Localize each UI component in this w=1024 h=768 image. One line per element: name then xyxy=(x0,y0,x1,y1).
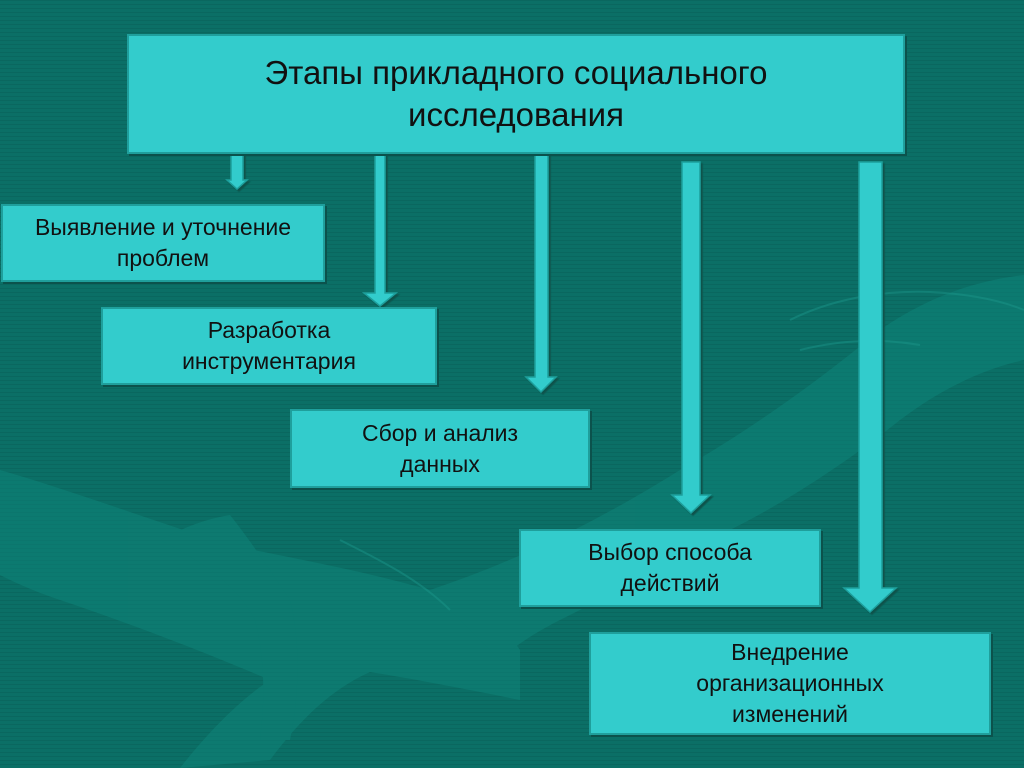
step-box-identify-problems: Выявление и уточнение проблем xyxy=(1,204,325,282)
step-label: Разработка инструментария xyxy=(182,317,356,374)
step-label: Сбор и анализ данных xyxy=(361,419,519,477)
arrow-to-step-2 xyxy=(361,153,399,307)
step-box-collect-analyze-data: Сбор и анализ данных xyxy=(290,409,590,488)
arrow-to-step-5 xyxy=(842,161,898,614)
step-box-implement-changes: Внедрение организационных изменений xyxy=(589,632,991,735)
step-label: Внедрение организационных изменений xyxy=(696,639,884,727)
step-label: Выбор способа действий xyxy=(588,539,752,596)
diagram-title-box: Этапы прикладного социального исследован… xyxy=(127,34,905,154)
step-label: Выявление и уточнение проблем xyxy=(34,214,292,271)
diagram-title: Этапы прикладного социального исследован… xyxy=(264,54,768,133)
arrow-to-step-1 xyxy=(225,153,249,191)
step-box-develop-tools: Разработка инструментария xyxy=(101,307,437,385)
step-box-choose-action: Выбор способа действий xyxy=(519,529,821,607)
arrow-to-step-4 xyxy=(670,161,712,515)
arrow-to-step-3 xyxy=(524,153,558,394)
